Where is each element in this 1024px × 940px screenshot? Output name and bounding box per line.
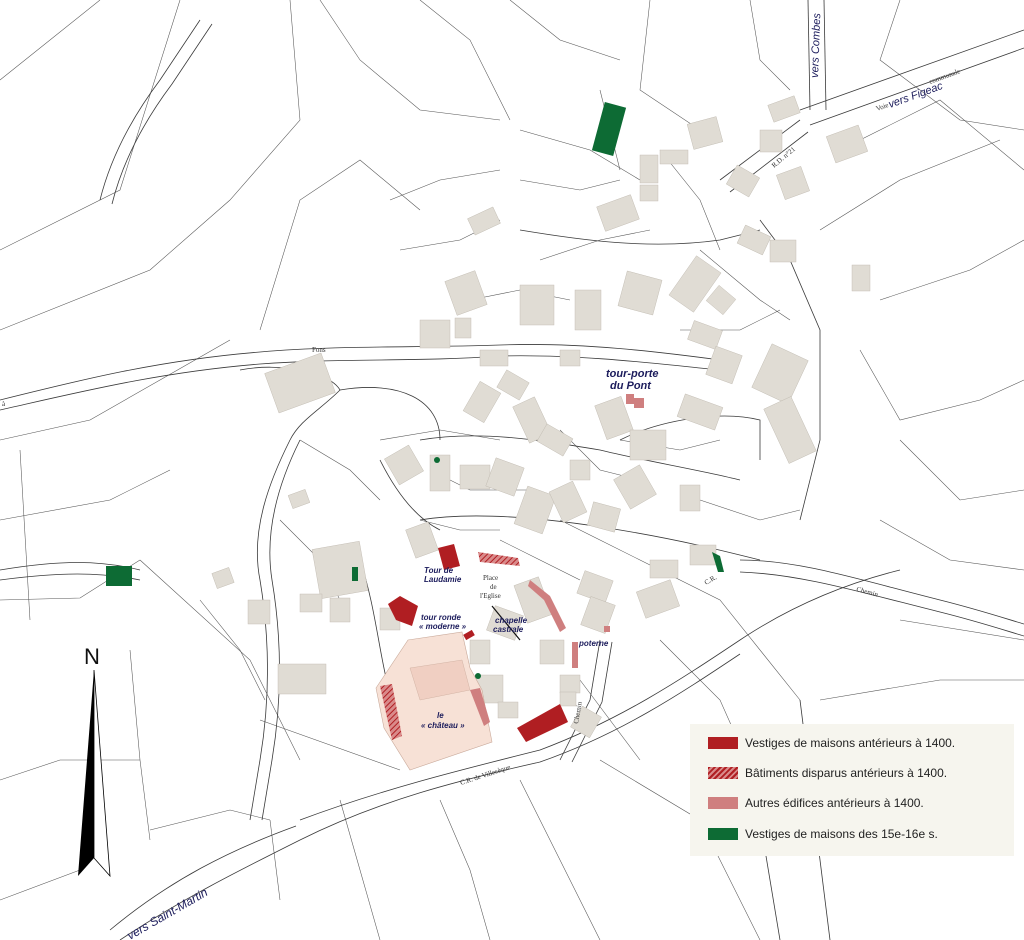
- site-labels: tour-porte du Pont Tour de Laudamie Plac…: [419, 368, 659, 730]
- north-label: N: [84, 644, 100, 669]
- road-cr-villeseque: C.R. de Villesèque: [459, 763, 511, 787]
- road-chemin-vertical: Chemin: [572, 701, 584, 725]
- road-communale: communale: [928, 67, 961, 86]
- road-fons: Fons: [312, 346, 326, 354]
- legend-label: Autres édifices antérieurs à 1400.: [745, 796, 924, 810]
- label-poterne: poterne: [578, 639, 609, 648]
- road-a: à: [2, 400, 6, 408]
- label-place: Place: [483, 574, 498, 582]
- legend-swatch: [708, 767, 738, 779]
- label-tour-de: Tour de: [424, 566, 454, 575]
- road-vers-combes: vers Combes: [809, 12, 823, 78]
- label-tour-porte: tour-porte: [606, 368, 659, 380]
- legend-label: Bâtiments disparus antérieurs à 1400.: [745, 766, 948, 780]
- legend-swatch: [708, 828, 738, 840]
- label-chateau: « château »: [421, 721, 465, 730]
- road-cr: C.R.: [703, 573, 718, 586]
- label-du-pont: du Pont: [610, 380, 652, 392]
- label-castrale: castrale: [493, 625, 524, 634]
- legend-item-pre1400-other: Autres édifices antérieurs à 1400.: [708, 796, 924, 810]
- label-moderne: « moderne »: [419, 622, 467, 631]
- heritage-markers: [106, 102, 724, 742]
- label-chapelle: chapelle: [495, 616, 528, 625]
- legend-item-15-16c: Vestiges de maisons des 15e-16e s.: [708, 827, 938, 841]
- map-legend: Vestiges de maisons antérieurs à 1400. B…: [690, 724, 1014, 856]
- label-leglise: l'Eglise: [480, 592, 501, 600]
- legend-item-pre1400-house: Vestiges de maisons antérieurs à 1400.: [708, 736, 955, 750]
- legend-item-pre1400-lost: Bâtiments disparus antérieurs à 1400.: [708, 766, 947, 780]
- legend-label: Vestiges de maisons antérieurs à 1400.: [745, 736, 956, 750]
- label-tour-ronde: tour ronde: [421, 613, 462, 622]
- north-arrow-icon: [78, 669, 111, 878]
- legend-swatch: [708, 797, 738, 809]
- legend-swatch: [708, 737, 738, 749]
- label-le: le: [437, 711, 444, 720]
- road-chemin: Chemin: [855, 585, 879, 599]
- road-voie: Voie: [875, 101, 890, 113]
- building-footprints: [211, 95, 871, 739]
- road-vers-saint-martin: vers Saint-Martin: [125, 885, 211, 940]
- label-laudamie: Laudamie: [424, 575, 462, 584]
- legend-label: Vestiges de maisons des 15e-16e s.: [745, 827, 938, 841]
- label-de: de: [490, 583, 497, 591]
- road-vers-figeac: vers Figeac: [887, 80, 945, 111]
- chateau-area: [375, 631, 493, 771]
